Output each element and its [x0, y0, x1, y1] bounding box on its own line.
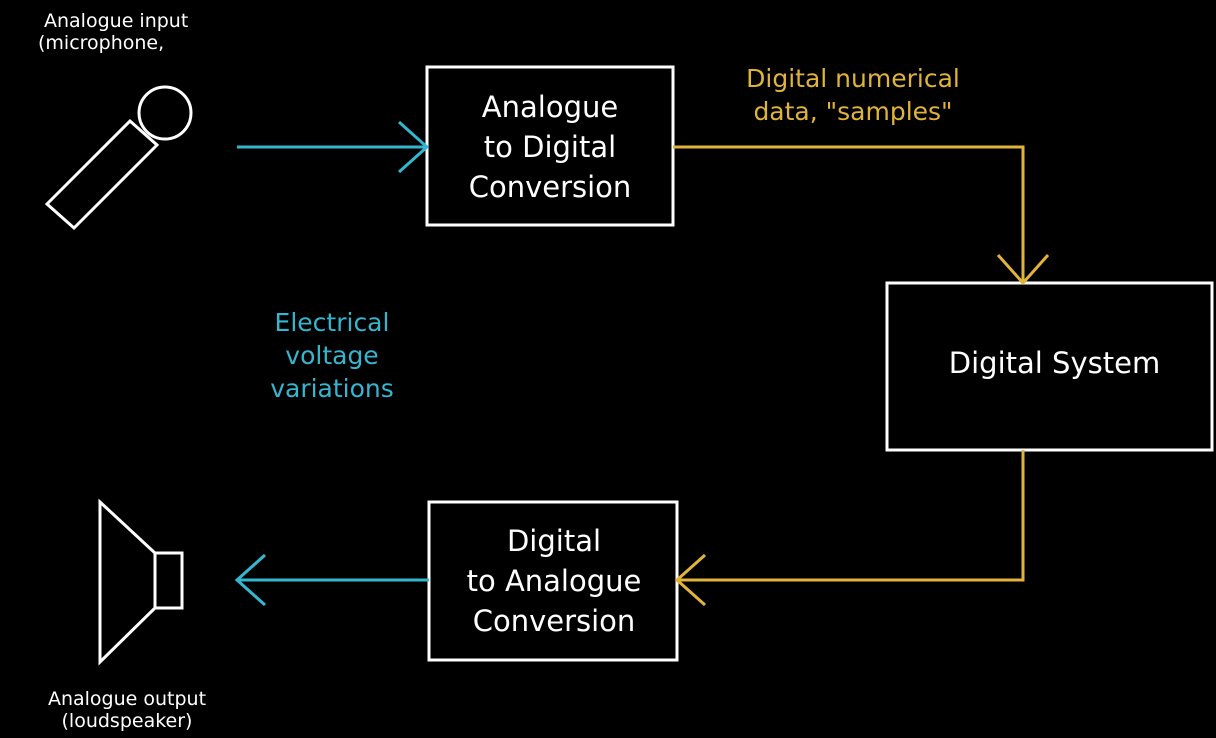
adc-to-system-arrow	[673, 145, 1050, 286]
adc-label-line2: to Digital	[483, 130, 617, 164]
digital-annotation-line1: Digital numerical	[746, 64, 960, 93]
input-arrow	[237, 120, 430, 174]
output-label-line2: (loudspeaker)	[61, 710, 193, 732]
analogue-annotation-line2: voltage	[285, 341, 379, 370]
analogue-annotation-line3: variations	[270, 374, 394, 403]
digital-system-box	[885, 281, 1214, 452]
dac-label-line1: Digital	[506, 524, 602, 558]
digital-system-label: Digital System	[948, 346, 1161, 380]
dac-label: Digital to Analogue Conversion	[429, 521, 679, 641]
analogue-annotation-line1: Electrical	[274, 308, 390, 337]
adc-label: Analogue to Digital Conversion	[427, 87, 673, 207]
digital-annotation-line2: data, "samples"	[753, 97, 953, 126]
microphone-icon	[44, 85, 193, 231]
loudspeaker-cone	[98, 498, 157, 666]
microphone-handle	[44, 118, 160, 231]
output-arrow	[234, 553, 429, 607]
input-label-line1: Analogue input	[44, 10, 189, 32]
dac-box	[427, 500, 679, 662]
adc-box	[425, 65, 675, 227]
input-label: Analogue input (microphone,	[38, 10, 188, 54]
dac-label-line3: Conversion	[472, 604, 636, 638]
loudspeaker-magnet	[153, 551, 184, 610]
adc-label-line1: Analogue	[481, 90, 619, 124]
adc-label-line3: Conversion	[468, 170, 632, 204]
system-to-dac-arrow	[674, 450, 1025, 607]
dac-label-line2: to Analogue	[466, 564, 642, 598]
microphone-head	[137, 85, 193, 141]
output-label: Analogue output (loudspeaker)	[22, 688, 232, 732]
analogue-signal-annotation: Electrical voltage variations	[232, 306, 432, 405]
input-label-line2: (microphone,	[38, 32, 165, 54]
output-label-line1: Analogue output	[47, 688, 207, 710]
loudspeaker-icon	[98, 498, 184, 666]
digital-data-annotation: Digital numerical data, "samples"	[718, 62, 988, 128]
